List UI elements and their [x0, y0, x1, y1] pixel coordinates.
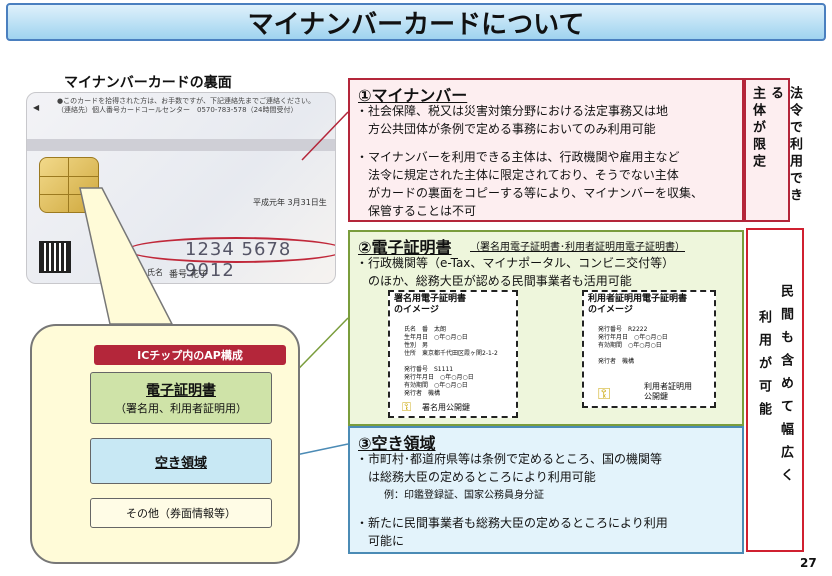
- s1-side-a: 法令で利用できる: [768, 86, 802, 205]
- qr-code-icon: [39, 241, 71, 273]
- key-icon: ⚿: [402, 400, 412, 414]
- side-note-wide-use: 民間も含めて幅広く 利用が可能: [746, 228, 804, 552]
- s1-text2: ・マイナンバーを利用できる主体は、行政機関や雇用主など 法令に規定された主体に限…: [356, 150, 704, 218]
- side-right-a: 民間も含めて幅広く: [778, 284, 793, 491]
- user-cert-rows: 発行番号 R2222 発行年月日 ○年○月○日 有効期間 ○年○月○日 発行者 …: [598, 326, 668, 365]
- s3-example: 例：印鑑登録証、国家公務員身分証: [384, 490, 544, 501]
- connector-mynumber: [301, 111, 349, 161]
- sign-cert-title: 署名用電子証明書 のイメージ: [394, 294, 467, 315]
- card-back-label: マイナンバーカードの裏面: [64, 75, 232, 91]
- page-number: 27: [800, 556, 817, 570]
- s1-side-note: 法令で利用できる 主体が限定: [744, 78, 802, 222]
- side-right-b: 利用が可能: [756, 310, 771, 425]
- ic-free-box: 空き領域: [90, 438, 272, 484]
- ic-cert-box: 電子証明書 （署名用、利用者証明用）: [90, 372, 272, 424]
- sign-cert-image: 署名用電子証明書 のイメージ 氏名 番 太朗 生年月日 ○年○月○日 性別 男 …: [388, 290, 518, 418]
- user-cert-image: 利用者証明用電子証明書 のイメージ 発行番号 R2222 発行年月日 ○年○月○…: [582, 290, 716, 408]
- section-free-area: ③空き領域 ・市町村･都道府県等は条例で定めるところ、国の機関等 は総務大臣の定…: [348, 426, 744, 554]
- s2-text: ・行政機関等（e-Tax、マイナポータル、コンビニ交付等） のほか、総務大臣が認…: [356, 256, 675, 288]
- key-icon: ⚿: [598, 384, 611, 403]
- ic-cert-sub: （署名用、利用者証明用）: [115, 402, 247, 415]
- s3-text1: ・市町村･都道府県等は条例で定めるところ、国の機関等 は総務大臣の定めるところに…: [356, 452, 663, 484]
- s2-heading: ②電子証明書: [358, 238, 452, 257]
- ic-header: ICチップ内のAP構成: [94, 345, 286, 365]
- sign-cert-key: 署名用公開鍵: [422, 403, 470, 412]
- name-value: 番号 花子: [169, 270, 208, 280]
- s3-text2: ・新たに民間事業者も総務大臣の定めるところにより利用 可能に: [356, 516, 668, 548]
- page-title: マイナンバーカードについて: [6, 3, 826, 41]
- s3-heading: ③空き領域: [358, 434, 436, 453]
- triangle-icon: ◀: [33, 103, 40, 112]
- ic-other-title: その他（券面情報等）: [126, 507, 236, 520]
- s1-text1: ・社会保障、税又は災害対策分野における法定事務又は地 方公共団体が条例で定める事…: [356, 104, 669, 136]
- card-pointer: [79, 187, 174, 325]
- card-notice: ●このカードを拾得された方は、お手数ですが、下記連絡先までご連絡ください。 （連…: [57, 97, 315, 114]
- my-number-card-back: ◀ ●このカードを拾得された方は、お手数ですが、下記連絡先までご連絡ください。 …: [26, 92, 336, 284]
- sign-cert-rows: 氏名 番 太朗 生年月日 ○年○月○日 性別 男 住所 東京都千代田区霞ヶ関2-…: [404, 326, 498, 397]
- name-label: 氏名: [147, 268, 163, 277]
- section-certificate: ②電子証明書 （署名用電子証明書･利用者証明用電子証明書） ・行政機関等（e-T…: [348, 230, 744, 426]
- card-number: 1234 5678 9012: [185, 239, 292, 281]
- ic-other-box: その他（券面情報等）: [90, 498, 272, 528]
- s1-heading: ①マイナンバー: [358, 86, 468, 105]
- s2-heading-sub: （署名用電子証明書･利用者証明用電子証明書）: [470, 242, 685, 253]
- section-mynumber: ①マイナンバー ・社会保障、税又は災害対策分野における法定事務又は地 方公共団体…: [348, 78, 744, 222]
- ic-free-title: 空き領域: [154, 455, 207, 471]
- user-cert-key: 利用者証明用 公開鍵: [644, 382, 692, 401]
- card-stripe: [27, 139, 335, 151]
- ic-cert-title: 電子証明書: [146, 383, 216, 399]
- birth-date: 平成元年 3月31日生: [253, 198, 327, 207]
- s1-side-b: 主体が限定: [750, 86, 765, 171]
- user-cert-title: 利用者証明用電子証明書 のイメージ: [588, 294, 688, 315]
